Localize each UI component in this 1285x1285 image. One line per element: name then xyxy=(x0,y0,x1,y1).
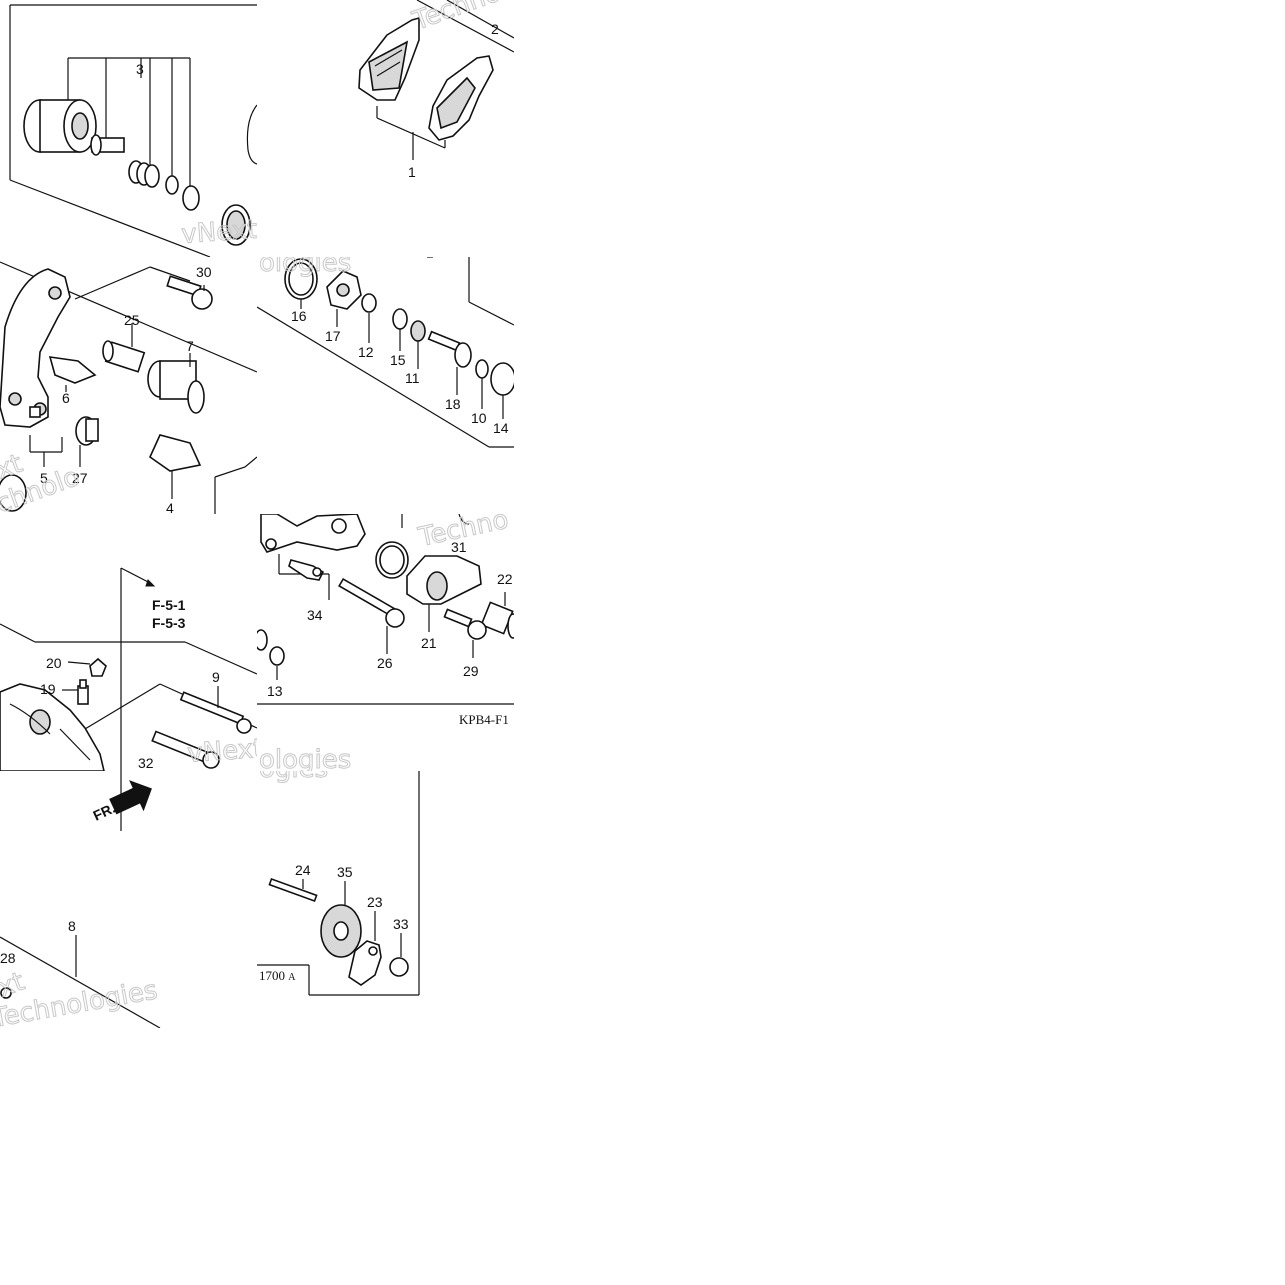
bleeder-19-drawing xyxy=(77,679,89,705)
label-part-9: 9 xyxy=(212,669,220,685)
bolt-30-drawing xyxy=(166,275,213,310)
label-part-6: 6 xyxy=(62,390,70,406)
label-part-31: 31 xyxy=(451,539,467,555)
label-part-19: 19 xyxy=(40,681,56,697)
piston-drawing xyxy=(23,99,97,153)
bolt-9-drawing xyxy=(179,691,252,734)
boot-7-drawing xyxy=(147,360,205,414)
watermark-text: ologies xyxy=(259,257,351,278)
label-part-17: 17 xyxy=(325,328,341,344)
watermark-text: vNext Te xyxy=(180,212,257,250)
label-part-20: 20 xyxy=(46,655,62,671)
pin-drawing xyxy=(90,134,125,156)
spring-drawing xyxy=(128,160,160,188)
watermark-text: ogies xyxy=(259,771,328,784)
retainer-17-drawing xyxy=(326,270,362,310)
tile-bottom-middle: 24 35 23 33 1700 A ogies xyxy=(257,771,422,1028)
bracket-drawing xyxy=(0,268,71,428)
pin-25-drawing xyxy=(102,340,146,373)
label-part-14: 14 xyxy=(493,420,509,436)
diagram-code: KPB4-F1 xyxy=(459,712,509,727)
spring-4-drawing xyxy=(148,434,202,472)
label-part-28: 28 xyxy=(0,950,16,966)
clip-6-drawing xyxy=(48,356,97,384)
tile-brake-pads: 2 1 Techno xyxy=(257,0,514,257)
label-part-35: 35 xyxy=(337,864,353,880)
label-part-1: 1 xyxy=(408,164,416,180)
tile-caliper-body: F-5-1 F-5-3 20 19 9 32 vNext Tec xyxy=(0,514,257,771)
label-part-15: 15 xyxy=(390,352,406,368)
roller-35-drawing xyxy=(320,904,362,958)
tile-caliper-bracket: 30 25 7 6 5 27 4 xt chnolo xyxy=(0,257,257,514)
label-part-33: 33 xyxy=(393,916,409,932)
label-part-11: 11 xyxy=(405,370,420,386)
front-arrow-icon xyxy=(109,780,152,815)
diagram-code-suffix: 1700 A xyxy=(259,968,296,983)
bolt-29-drawing xyxy=(443,608,487,640)
tile-caliper-housing: 31 22 34 21 26 29 13 KPB4-F1 Techno olog… xyxy=(257,514,514,771)
label-part-30: 30 xyxy=(196,264,212,280)
label-part-13: 13 xyxy=(267,683,283,699)
bleed-27-drawing xyxy=(75,416,99,446)
label-part-8: 8 xyxy=(68,918,76,934)
watermark-text: vNext Tec xyxy=(186,730,257,769)
label-part-7: 7 xyxy=(186,338,194,354)
caliper-body-drawing xyxy=(0,683,105,771)
pin-34-drawing xyxy=(288,559,325,581)
cap-20-drawing xyxy=(89,657,107,677)
label-part-3: 3 xyxy=(136,61,144,77)
label-part-27: 27 xyxy=(72,470,88,486)
watermark-text: ologies xyxy=(259,745,351,771)
pad-left-drawing xyxy=(358,16,420,101)
tile-caliper-piston: 3 vNext Te xyxy=(0,0,257,257)
bolt-26-drawing xyxy=(338,577,405,628)
label-part-34: 34 xyxy=(307,607,323,623)
label-part-10: 10 xyxy=(471,410,487,426)
label-part-23: 23 xyxy=(367,894,383,910)
label-part-25: 25 xyxy=(124,312,140,328)
label-part-32: 32 xyxy=(138,755,154,771)
label-part-4: 4 xyxy=(166,500,174,514)
label-part-24: 24 xyxy=(295,862,311,878)
label-part-12: 12 xyxy=(358,344,374,360)
housing-drawing xyxy=(260,514,366,553)
label-part-29: 29 xyxy=(463,663,479,679)
bracket-23-drawing xyxy=(348,940,382,986)
tile-seals: 16 17 12 15 11 18 10 14 ologies xyxy=(257,257,514,514)
label-part-26: 26 xyxy=(377,655,393,671)
bolt-32-drawing xyxy=(151,730,220,769)
reference-f-5-3: F-5-3 xyxy=(152,615,186,631)
bolt-22-drawing xyxy=(480,601,514,639)
retainer-21-drawing xyxy=(406,555,482,605)
pin-18-drawing xyxy=(427,330,472,368)
label-part-5: 5 xyxy=(40,470,48,486)
tile-bottom-left: FR. 8 28 xt Technologies xyxy=(0,771,257,1028)
label-part-2: 2 xyxy=(491,21,499,37)
label-part-16: 16 xyxy=(291,308,307,324)
label-part-21: 21 xyxy=(421,635,437,651)
pad-right-drawing xyxy=(428,55,494,141)
reference-f-5-1: F-5-1 xyxy=(152,597,186,613)
label-part-22: 22 xyxy=(497,571,513,587)
shaft-24-drawing xyxy=(268,877,318,903)
label-part-18: 18 xyxy=(445,396,461,412)
